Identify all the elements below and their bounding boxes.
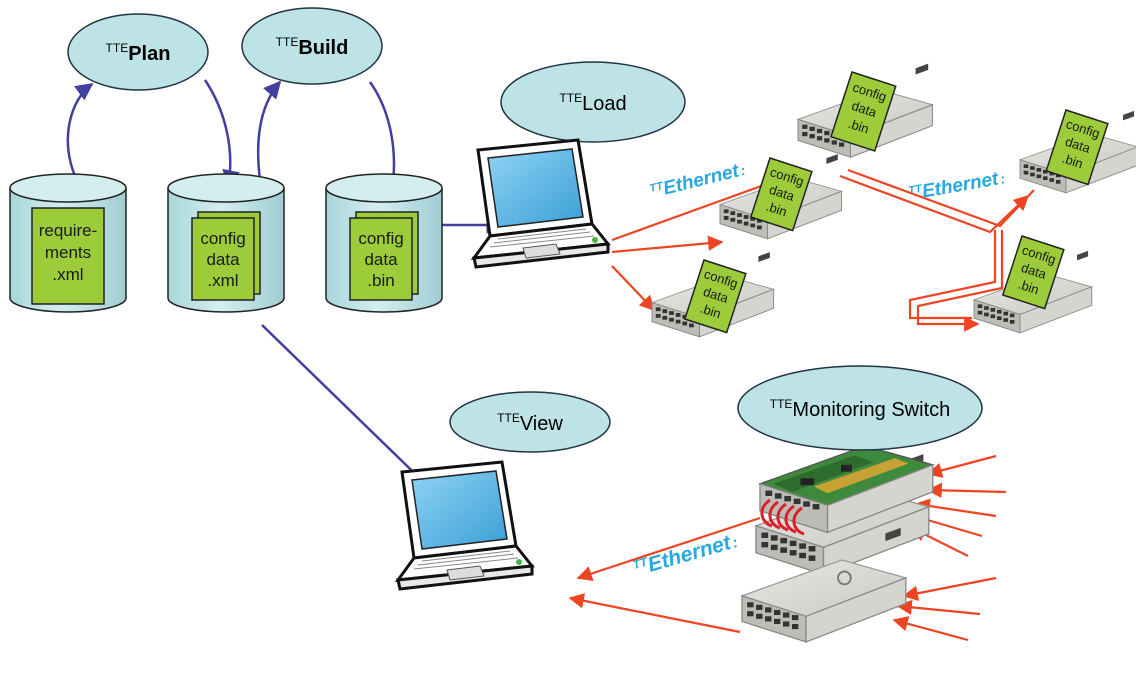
svg-text:ments: ments [45,243,91,262]
ttethernet-label: TTEthernet: [907,167,1006,205]
config-bin-document: config data .bin [349,211,419,301]
tte-monitoring-label: TTEMonitoring Switch [770,397,951,421]
fan-icon [837,570,852,586]
svg-text:.bin: .bin [1060,151,1085,172]
svg-text:data: data [364,250,398,269]
monitoring-switch-upper [757,445,935,534]
ethernet-links-view [568,454,1007,642]
document-icon [830,71,897,152]
document-icon [349,217,413,301]
svg-text:.bin: .bin [846,116,871,137]
requirements-document: require- ments .xml [31,207,105,305]
svg-text:.bin: .bin [698,301,723,322]
svg-text:.xml: .xml [52,265,83,284]
laptop-icon [472,138,610,269]
switch-config-tag: config data .bin [683,259,747,334]
arrow-config-xml-to-view-laptop [261,324,442,500]
ttethernet-label: TTEthernet: [631,529,740,581]
switch-config-tag: config data .bin [830,71,897,152]
monitoring-switch-bottom [741,527,907,643]
arrow-plan-to-config-xml [203,79,240,188]
tte-view-bubble: TTEView [449,391,611,453]
tte-monitoring-bubble: TTEMonitoring Switch [737,365,983,451]
svg-text:config: config [358,229,403,248]
config-xml-document: config data .xml [191,211,261,301]
svg-text:TTEthernet:: TTEthernet: [907,167,1006,205]
document-icon [1045,109,1109,186]
document-icon [749,157,813,232]
tte-view-label: TTEView [497,411,563,435]
document-icon [31,207,105,305]
svg-text:.bin: .bin [1016,277,1041,298]
view-laptop [396,460,534,591]
tte-build-bubble: TTEBuild [241,7,383,85]
svg-text:.bin: .bin [764,199,789,220]
arrow-requirements-to-plan [66,82,94,177]
load-laptop [472,138,610,269]
svg-text:config: config [200,229,245,248]
arrow-config-xml-to-build [256,80,282,181]
document-icon [1001,235,1065,310]
svg-text:TTEthernet:: TTEthernet: [631,529,740,581]
svg-text:data: data [206,250,240,269]
laptop-icon [396,460,534,591]
tte-plan-label: TTEPlan [106,41,171,65]
document-icon [683,259,747,334]
tte-load-bubble: TTELoad [500,61,686,143]
svg-text:.bin: .bin [367,271,394,290]
switch-config-tag: config data .bin [1001,235,1065,310]
tte-load-label: TTELoad [559,91,626,115]
svg-text:.xml: .xml [207,271,238,290]
svg-text:require-: require- [39,221,98,240]
loopback-cables [760,498,805,536]
ethernet-links-load [611,168,1035,332]
document-icon [191,217,255,301]
monitoring-switch-stack [755,445,935,576]
tte-plan-bubble: TTEPlan [67,13,209,91]
switch-config-tag: config data .bin [749,157,813,232]
switch-config-tag: config data .bin [1045,109,1109,186]
tte-build-label: TTEBuild [276,35,349,59]
